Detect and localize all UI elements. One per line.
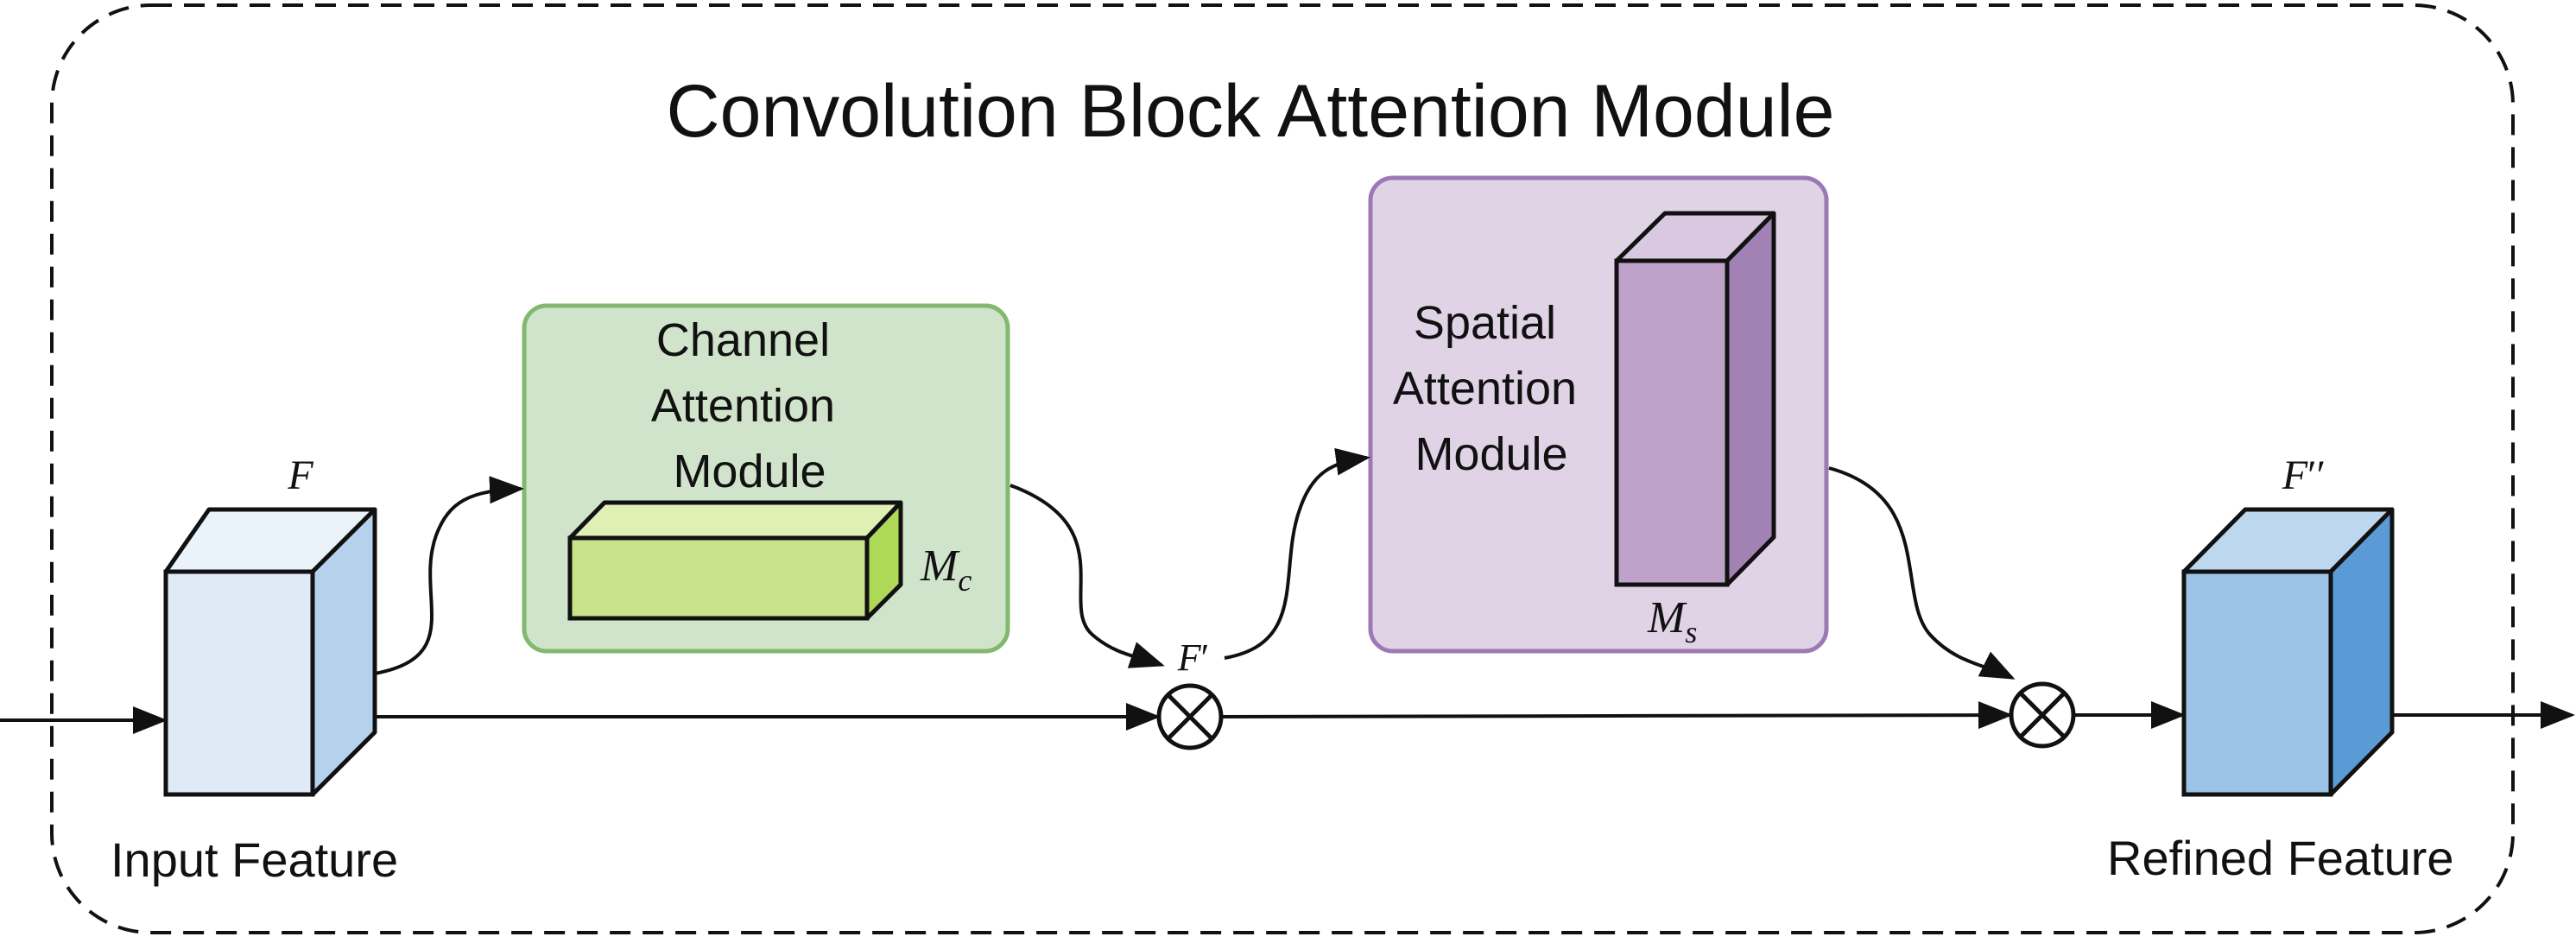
multiply-node-1: [1156, 683, 1224, 750]
spatial-attention-title: Spatial Attention Module: [1393, 297, 1590, 480]
intermediate-symbol-main: F: [1177, 636, 1202, 679]
intermediate-symbol-prime: ′: [1201, 636, 1210, 679]
multiply-node-2: [2009, 681, 2076, 749]
refined-feature-symbol: F′′: [2282, 453, 2326, 498]
input-feature-label: Input Feature: [111, 832, 398, 887]
edge-channel-to-mul1: [1010, 484, 1165, 668]
spatial-line-1: Spatial: [1414, 297, 1556, 349]
mc-block-top: [567, 500, 903, 541]
mc-symbol-main: M: [920, 541, 960, 591]
edge-mul1-to-mul2: [1220, 701, 2013, 730]
channel-attention-map-block: [567, 500, 903, 621]
intermediate-feature-symbol: F′: [1177, 636, 1210, 679]
multiply-node-1-cross-b: [1167, 693, 1213, 740]
edge-spatial-to-mul2: [1828, 466, 2016, 680]
spatial-map-symbol: Ms: [1647, 593, 1697, 649]
ms-block-side: [1725, 211, 1776, 587]
channel-attention-title: Channel Attention Module: [651, 314, 848, 497]
channel-map-symbol: Mc: [920, 541, 972, 598]
spatial-attention-map-block: [1614, 211, 1776, 587]
refined-symbol-main: F: [2282, 453, 2308, 498]
input-cube-front: [163, 569, 315, 797]
input-feature-cube: [163, 507, 377, 797]
mc-symbol-sub: c: [958, 563, 972, 598]
channel-line-3: Module: [673, 446, 826, 497]
diagram-title: Convolution Block Attention Module: [667, 70, 1835, 153]
channel-line-2: Attention: [651, 380, 835, 432]
refined-feature-cube: [2181, 507, 2395, 797]
spatial-line-2: Attention: [1393, 363, 1577, 415]
channel-line-1: Channel: [656, 314, 830, 366]
ms-symbol-main: M: [1647, 593, 1687, 642]
edge-mul1-to-spatial: [1224, 447, 1370, 660]
refined-symbol-prime: ′′: [2307, 453, 2326, 498]
refined-feature-label: Refined Feature: [2107, 831, 2454, 885]
refined-cube-front: [2181, 569, 2333, 797]
ms-block-front: [1614, 258, 1730, 587]
multiply-node-2-cross-b: [2019, 692, 2066, 738]
ms-symbol-sub: s: [1685, 615, 1697, 649]
spatial-line-3: Module: [1415, 428, 1567, 480]
input-feature-symbol: F: [287, 453, 313, 498]
mc-block-front: [567, 535, 870, 621]
edge-input-to-channel: [374, 476, 524, 675]
module-boundary: [50, 3, 2515, 934]
